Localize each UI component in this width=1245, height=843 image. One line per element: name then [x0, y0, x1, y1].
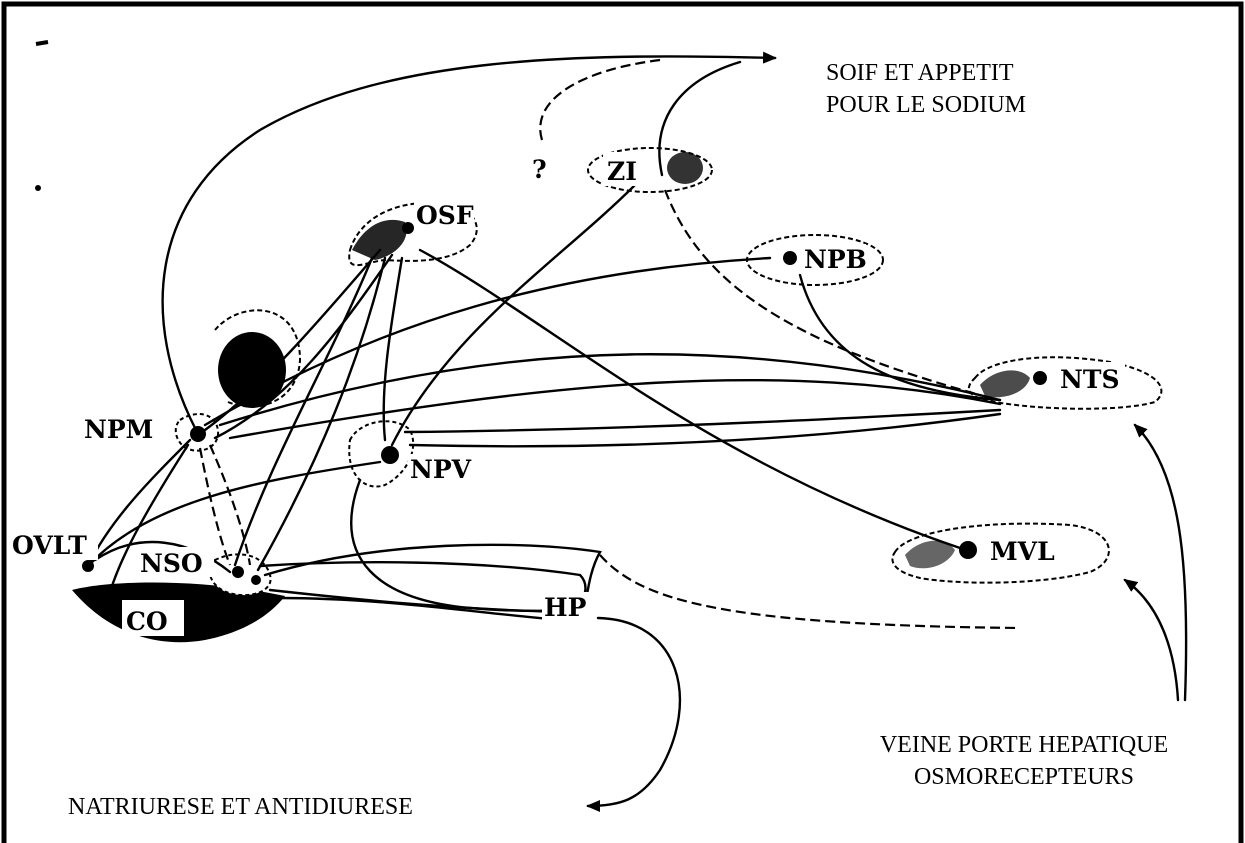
label-osf: OSF — [416, 201, 474, 230]
npb-dot — [783, 251, 797, 265]
label-co: CO — [126, 607, 168, 636]
stray-mark — [36, 42, 48, 44]
label-npb: NPB — [804, 245, 867, 274]
label-hp: HP — [544, 593, 587, 622]
nso-dot — [232, 566, 244, 578]
pathway-nso-hp — [260, 562, 585, 610]
output-thirst-line2: POUR LE SODIUM — [826, 92, 1026, 118]
pathway-osf-mvl — [420, 250, 960, 548]
pathway-npb-nts — [800, 275, 1000, 400]
label-nso: NSO — [140, 549, 203, 578]
pathway-zi-nts — [665, 190, 980, 395]
pathway-nso-hp-2 — [270, 590, 570, 612]
pathway-ovlt-npv — [88, 462, 380, 566]
pathway-question-arc — [540, 60, 660, 140]
pathway-hp-natriuresis — [588, 618, 680, 806]
label-question: ? — [532, 155, 547, 184]
label-zi: ZI — [607, 157, 637, 186]
label-mvl: MVL — [990, 537, 1055, 566]
output-natriuresis: NATRIURESE ET ANTIDIURESE — [68, 794, 413, 820]
osf-dot — [402, 222, 414, 234]
output-thirst-line1: SOIF ET APPETIT — [826, 60, 1014, 86]
stray-dot — [35, 185, 41, 191]
npv-dot — [381, 446, 399, 464]
zi-stipple — [667, 152, 703, 184]
pathway-co-hp — [280, 598, 560, 620]
npm-dot — [190, 426, 206, 442]
pathway-osf-nso — [258, 258, 385, 570]
label-ovlt: OVLT — [12, 531, 87, 560]
label-npm: NPM — [84, 415, 153, 444]
pathway-portal-mvl — [1125, 580, 1178, 700]
nso-dot — [251, 575, 261, 585]
pathway-portal-nts — [1135, 425, 1186, 700]
output-portal-line2: OSMORECEPTEURS — [914, 764, 1134, 790]
output-portal-line1: VEINE PORTE HEPATIQUE — [880, 732, 1168, 758]
pathway-npm-nso-2 — [210, 445, 250, 565]
mvl-dot — [959, 541, 977, 559]
pathway-npb-npm — [205, 258, 770, 425]
label-nts: NTS — [1060, 365, 1120, 394]
label-npv: NPV — [410, 455, 472, 484]
nts-dot — [1033, 371, 1047, 385]
